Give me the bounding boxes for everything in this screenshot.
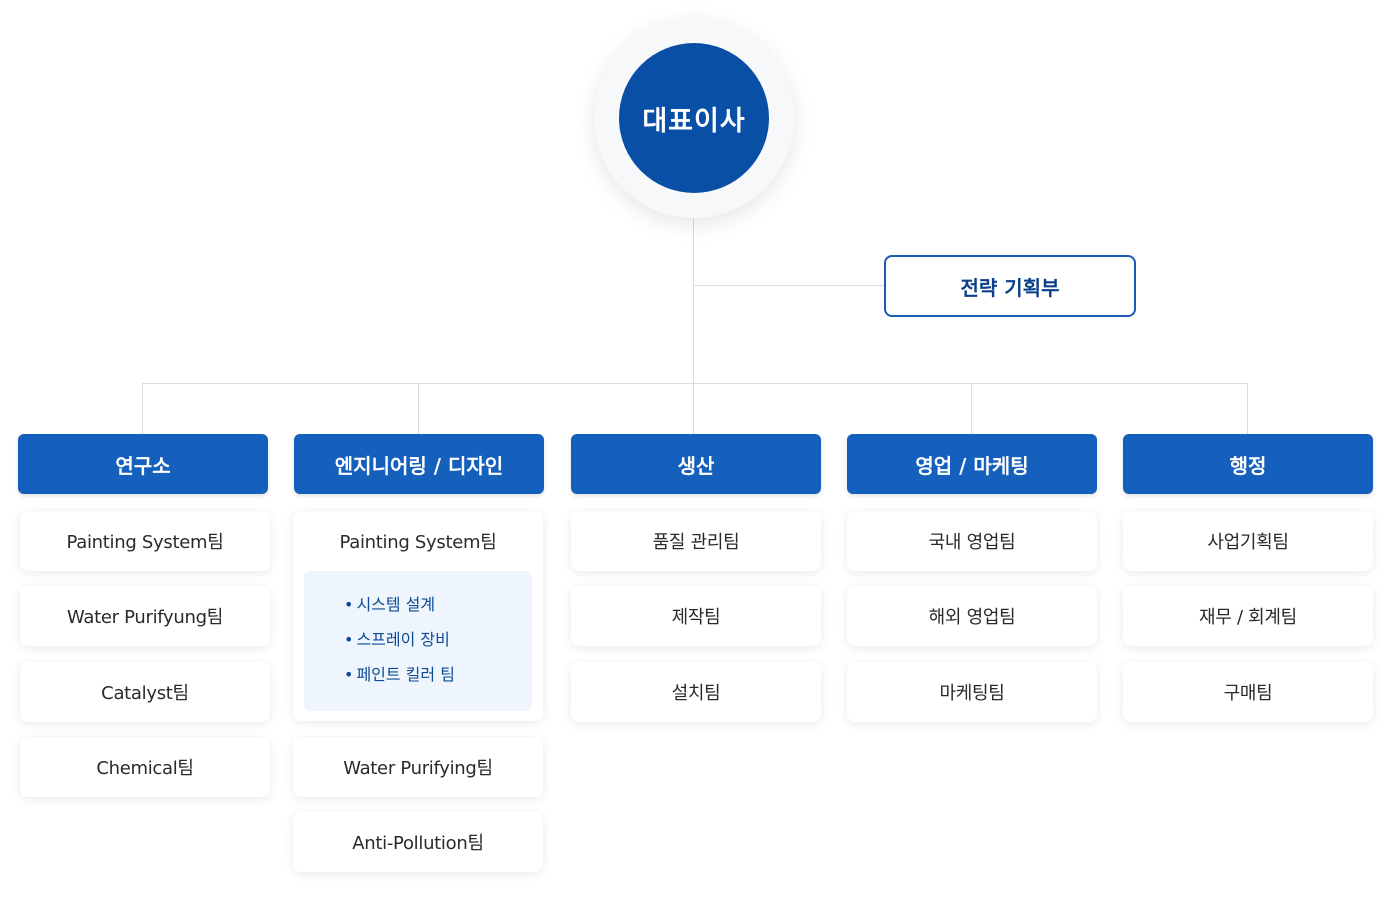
dept-label: 행정 — [1229, 453, 1267, 478]
dept-label: 연구소 — [115, 453, 171, 478]
team-card: 품질 관리팀 — [571, 511, 821, 571]
team-card: Water Purifying팀 — [293, 737, 543, 797]
ceo-label: 대표이사 — [642, 105, 746, 137]
team-card: 설치팀 — [571, 662, 821, 722]
team-card: 사업기획팀 — [1123, 511, 1373, 571]
team-card: 해외 영업팀 — [847, 586, 1097, 646]
team-card: 재무 / 회계팀 — [1123, 586, 1373, 646]
team-card: Water Purifyung팀 — [20, 586, 270, 646]
team-label: 제작팀 — [671, 607, 721, 628]
team-label: 마케팅팀 — [939, 683, 1005, 704]
team-label: 재무 / 회계팀 — [1199, 607, 1297, 628]
sub-team-label: 스프레이 장비 — [356, 630, 450, 649]
sub-team-list: •시스템 설계 •스프레이 장비 •페인트 킬러 팀 — [304, 571, 532, 711]
dept-label: 영업 / 마케팅 — [915, 453, 1029, 478]
connector-dept-4 — [971, 383, 972, 434]
team-label: Chemical팀 — [96, 758, 194, 779]
sub-team-item: •스프레이 장비 — [344, 630, 450, 649]
team-card: 마케팅팀 — [847, 662, 1097, 722]
dept-header-production: 생산 — [571, 434, 821, 494]
connector-dept-5 — [1247, 383, 1248, 434]
team-label: 국내 영업팀 — [928, 532, 1016, 553]
team-label: 사업기획팀 — [1207, 532, 1289, 553]
connector-ceo-vertical — [693, 218, 694, 434]
team-label: 해외 영업팀 — [928, 607, 1016, 628]
dept-label: 생산 — [677, 453, 715, 478]
team-card: 제작팀 — [571, 586, 821, 646]
connector-dept-1 — [142, 383, 143, 434]
team-card: Catalyst팀 — [20, 662, 270, 722]
dept-header-engineering: 엔지니어링 / 디자인 — [294, 434, 544, 494]
sub-team-item: •시스템 설계 — [344, 595, 436, 614]
team-card-expanded: Painting System팀 •시스템 설계 •스프레이 장비 •페인트 킬… — [293, 511, 543, 721]
strategy-planning-node: 전략 기획부 — [884, 255, 1136, 317]
dept-header-admin: 행정 — [1123, 434, 1373, 494]
team-label: Painting System팀 — [339, 532, 497, 553]
team-label: 구매팀 — [1223, 683, 1273, 704]
dept-header-research: 연구소 — [18, 434, 268, 494]
dept-header-sales: 영업 / 마케팅 — [847, 434, 1097, 494]
dept-label: 엔지니어링 / 디자인 — [334, 453, 504, 478]
team-label: Anti-Pollution팀 — [352, 833, 484, 854]
ceo-node: 대표이사 — [619, 43, 769, 193]
team-label: Water Purifyung팀 — [67, 607, 223, 628]
connector-horizontal-bus — [142, 383, 1248, 384]
team-label: Painting System팀 — [66, 532, 224, 553]
team-card: 구매팀 — [1123, 662, 1373, 722]
sub-team-label: 시스템 설계 — [356, 595, 436, 614]
connector-dept-2 — [418, 383, 419, 434]
team-card: Chemical팀 — [20, 737, 270, 797]
team-label: 품질 관리팀 — [652, 532, 740, 553]
team-card: Painting System팀 — [20, 511, 270, 571]
team-card: Anti-Pollution팀 — [293, 812, 543, 872]
team-card: 국내 영업팀 — [847, 511, 1097, 571]
connector-advisory — [693, 285, 884, 286]
sub-team-label: 페인트 킬러 팀 — [356, 665, 455, 684]
team-label: 설치팀 — [671, 683, 721, 704]
strategy-label: 전략 기획부 — [960, 275, 1060, 300]
sub-team-item: •페인트 킬러 팀 — [344, 665, 455, 684]
team-label: Water Purifying팀 — [343, 758, 493, 779]
team-label: Catalyst팀 — [101, 683, 189, 704]
